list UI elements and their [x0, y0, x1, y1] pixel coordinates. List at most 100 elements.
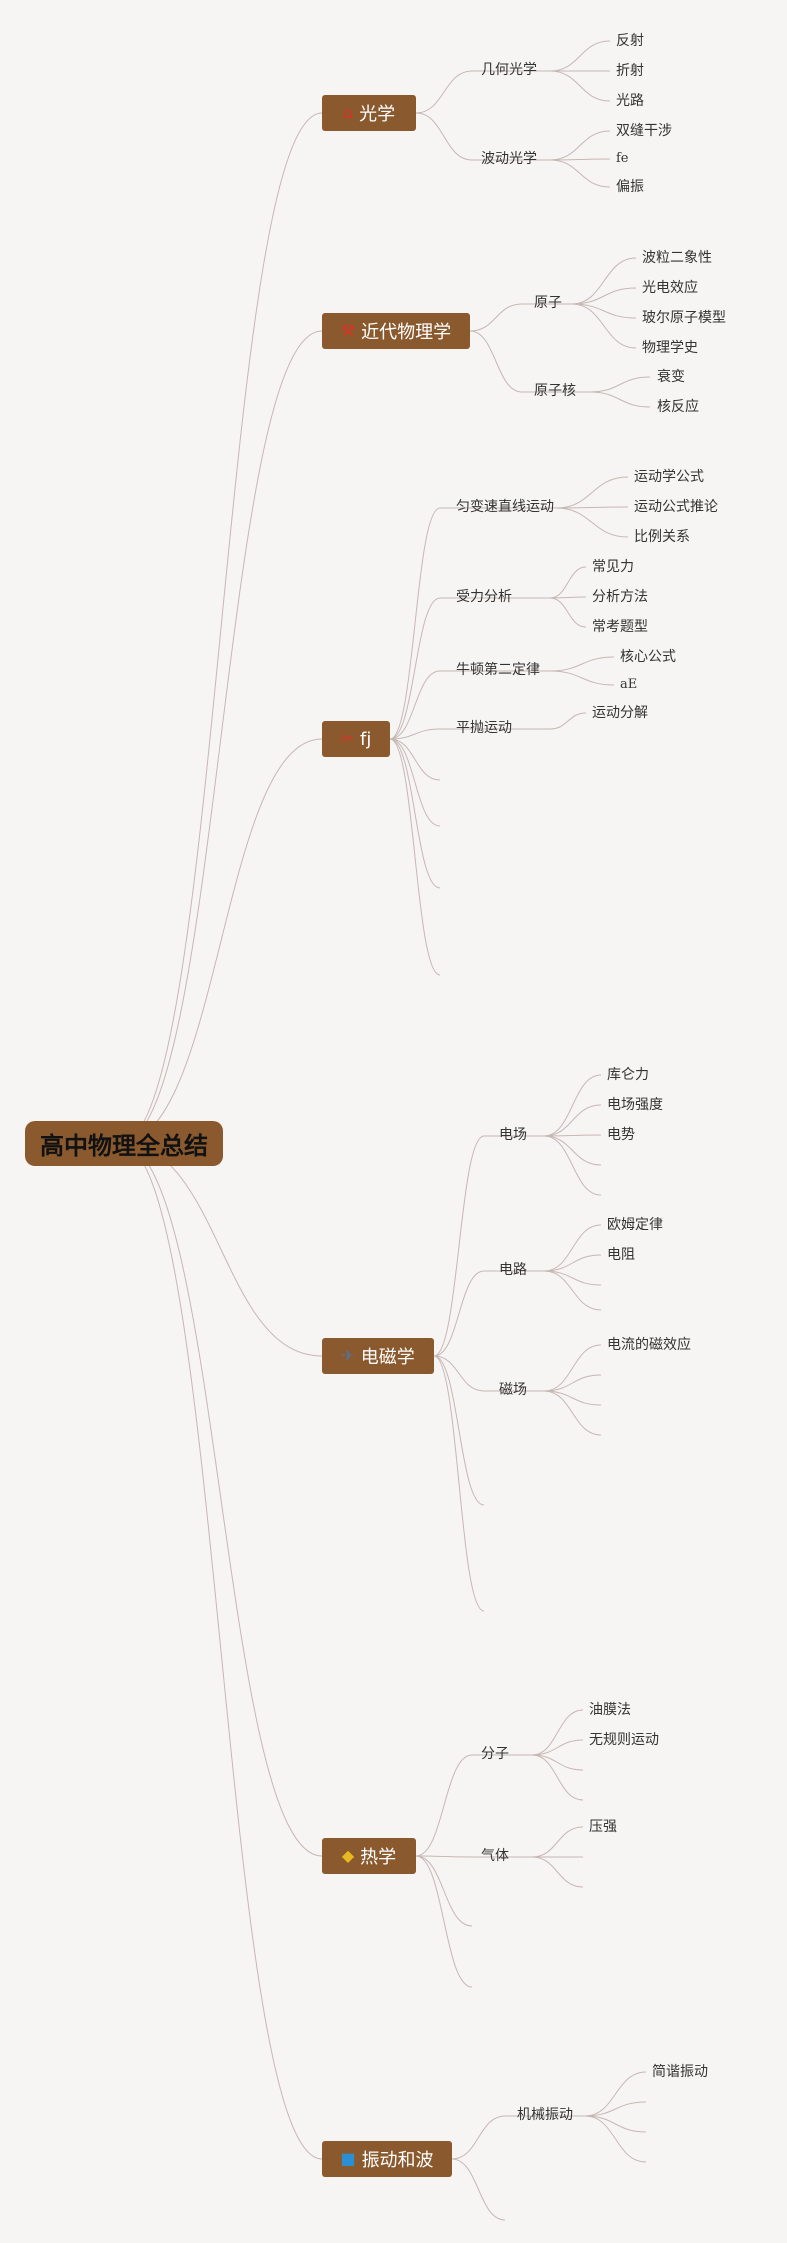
leaf-common-problems[interactable]: 常考题型 — [592, 619, 648, 635]
leaf-core-formula[interactable]: 核心公式 — [620, 649, 676, 665]
connector-line — [531, 1856, 584, 1888]
connector-line — [469, 303, 523, 332]
branch-vibration-waves[interactable]: ■ 振动和波 — [322, 2141, 452, 2177]
node-electric-field[interactable]: 电场 — [499, 1127, 527, 1143]
connector-line — [531, 1826, 584, 1858]
connector-line — [543, 1374, 602, 1392]
leaf-reflection[interactable]: 反射 — [616, 33, 644, 49]
node-nucleus[interactable]: 原子核 — [534, 383, 576, 399]
leaf-physics-history[interactable]: 物理学史 — [642, 340, 698, 356]
leaf-refraction[interactable]: 折射 — [616, 63, 644, 79]
connector-line — [543, 1104, 602, 1137]
branch-fj[interactable]: ✂ fj — [322, 721, 390, 757]
branch-thermo[interactable]: ◆ 热学 — [322, 1838, 416, 1874]
connector-line — [119, 112, 323, 1144]
connector-line — [584, 2071, 647, 2117]
paper-plane-icon: ✈ — [341, 1346, 355, 1365]
leaf-bohr-model[interactable]: 玻尔原子模型 — [642, 310, 726, 326]
leaf-nuclear-reaction[interactable]: 核反应 — [657, 399, 699, 415]
leaf-fe[interactable]: fe — [616, 151, 629, 166]
connector-line — [549, 159, 611, 188]
leaf-coulomb-force[interactable]: 库仑力 — [607, 1067, 649, 1083]
leaf-ohms-law[interactable]: 欧姆定律 — [607, 1217, 663, 1233]
leaf-random-motion[interactable]: 无规则运动 — [589, 1732, 659, 1748]
leaf-ratio[interactable]: 比例关系 — [634, 529, 690, 545]
leaf-magnetic-effect[interactable]: 电流的磁效应 — [607, 1337, 691, 1353]
leaf-kinematics-formula[interactable]: 运动学公式 — [634, 469, 704, 485]
branch-modern-physics[interactable]: ⚒ 近代物理学 — [322, 313, 470, 349]
node-geometric-optics[interactable]: 几何光学 — [481, 62, 537, 78]
blue-square-icon: ■ — [340, 2149, 356, 2168]
node-magnetic-field[interactable]: 磁场 — [499, 1382, 527, 1398]
connector-line — [543, 1390, 602, 1436]
node-newton-second-law[interactable]: 牛顿第二定律 — [456, 662, 540, 678]
connector-line — [389, 738, 441, 827]
connector-line — [549, 158, 611, 161]
connector-line — [549, 656, 615, 672]
connector-line — [433, 1270, 485, 1357]
node-uniform-motion[interactable]: 匀变速直线运动 — [456, 499, 554, 515]
node-force-analysis[interactable]: 受力分析 — [456, 589, 512, 605]
branch-electromagnetism-label: 电磁学 — [360, 1347, 415, 1368]
root-node[interactable]: 高中物理全总结 — [25, 1121, 223, 1166]
connector-line — [549, 712, 587, 730]
connector-line — [389, 507, 441, 740]
connector-line — [589, 391, 651, 408]
connector-line — [555, 476, 629, 509]
connector-line — [543, 1390, 602, 1406]
branch-modern-physics-label: 近代物理学 — [361, 322, 452, 343]
leaf-photoelectric[interactable]: 光电效应 — [642, 280, 698, 296]
leaf-ae[interactable]: aE — [620, 677, 638, 692]
leaf-pressure[interactable]: 压强 — [589, 1819, 617, 1835]
leaf-polarization[interactable]: 偏振 — [616, 179, 644, 195]
connector-line — [543, 1074, 602, 1137]
node-gas[interactable]: 气体 — [481, 1848, 509, 1864]
connector-line — [415, 70, 473, 114]
connector-line — [543, 1254, 602, 1272]
branch-optics[interactable]: ⌂ 光学 — [322, 95, 416, 131]
connector-line — [549, 40, 611, 72]
node-projectile-motion[interactable]: 平抛运动 — [456, 720, 512, 736]
leaf-analysis-method[interactable]: 分析方法 — [592, 589, 648, 605]
connector-line — [415, 1855, 473, 1988]
connector-line — [571, 303, 637, 319]
connector-line — [389, 738, 441, 889]
connector-line — [549, 566, 587, 599]
leaf-decay[interactable]: 衰变 — [657, 369, 685, 385]
leaf-resistance[interactable]: 电阻 — [607, 1247, 635, 1263]
leaf-motion-decomposition[interactable]: 运动分解 — [592, 705, 648, 721]
scissors-icon: ✂ — [340, 729, 355, 748]
branch-electromagnetism[interactable]: ✈ 电磁学 — [322, 1338, 434, 1374]
node-atom[interactable]: 原子 — [534, 295, 562, 311]
connector-line — [433, 1355, 485, 1506]
connector-line — [549, 596, 587, 599]
connector-line — [119, 738, 323, 1144]
leaf-oil-film[interactable]: 油膜法 — [589, 1702, 631, 1718]
connector-line — [549, 670, 615, 686]
node-circuit[interactable]: 电路 — [499, 1262, 527, 1278]
connector-line — [543, 1270, 602, 1311]
connector-line — [389, 738, 441, 781]
connector-line — [451, 2115, 506, 2160]
connector-line — [531, 1709, 584, 1756]
connector-line — [543, 1135, 602, 1196]
connector-line — [531, 1754, 584, 1771]
leaf-double-slit[interactable]: 双缝干涉 — [616, 123, 672, 139]
leaf-formula-corollary[interactable]: 运动公式推论 — [634, 499, 718, 515]
leaf-field-strength[interactable]: 电场强度 — [607, 1097, 663, 1113]
connector-line — [571, 287, 637, 305]
connector-line — [119, 330, 323, 1144]
connector-line — [389, 738, 441, 976]
connector-line — [584, 2115, 647, 2133]
node-wave-optics[interactable]: 波动光学 — [481, 151, 537, 167]
node-mechanical-vibration[interactable]: 机械振动 — [517, 2107, 573, 2123]
connector-line — [433, 1355, 485, 1612]
leaf-potential[interactable]: 电势 — [607, 1127, 635, 1143]
leaf-common-forces[interactable]: 常见力 — [592, 559, 634, 575]
connector-line — [543, 1224, 602, 1272]
connector-line — [415, 1855, 473, 1927]
leaf-simple-harmonic[interactable]: 简谐振动 — [652, 2064, 708, 2080]
leaf-wave-particle[interactable]: 波粒二象性 — [642, 250, 712, 266]
node-molecule[interactable]: 分子 — [481, 1746, 509, 1762]
leaf-light-path[interactable]: 光路 — [616, 93, 644, 109]
